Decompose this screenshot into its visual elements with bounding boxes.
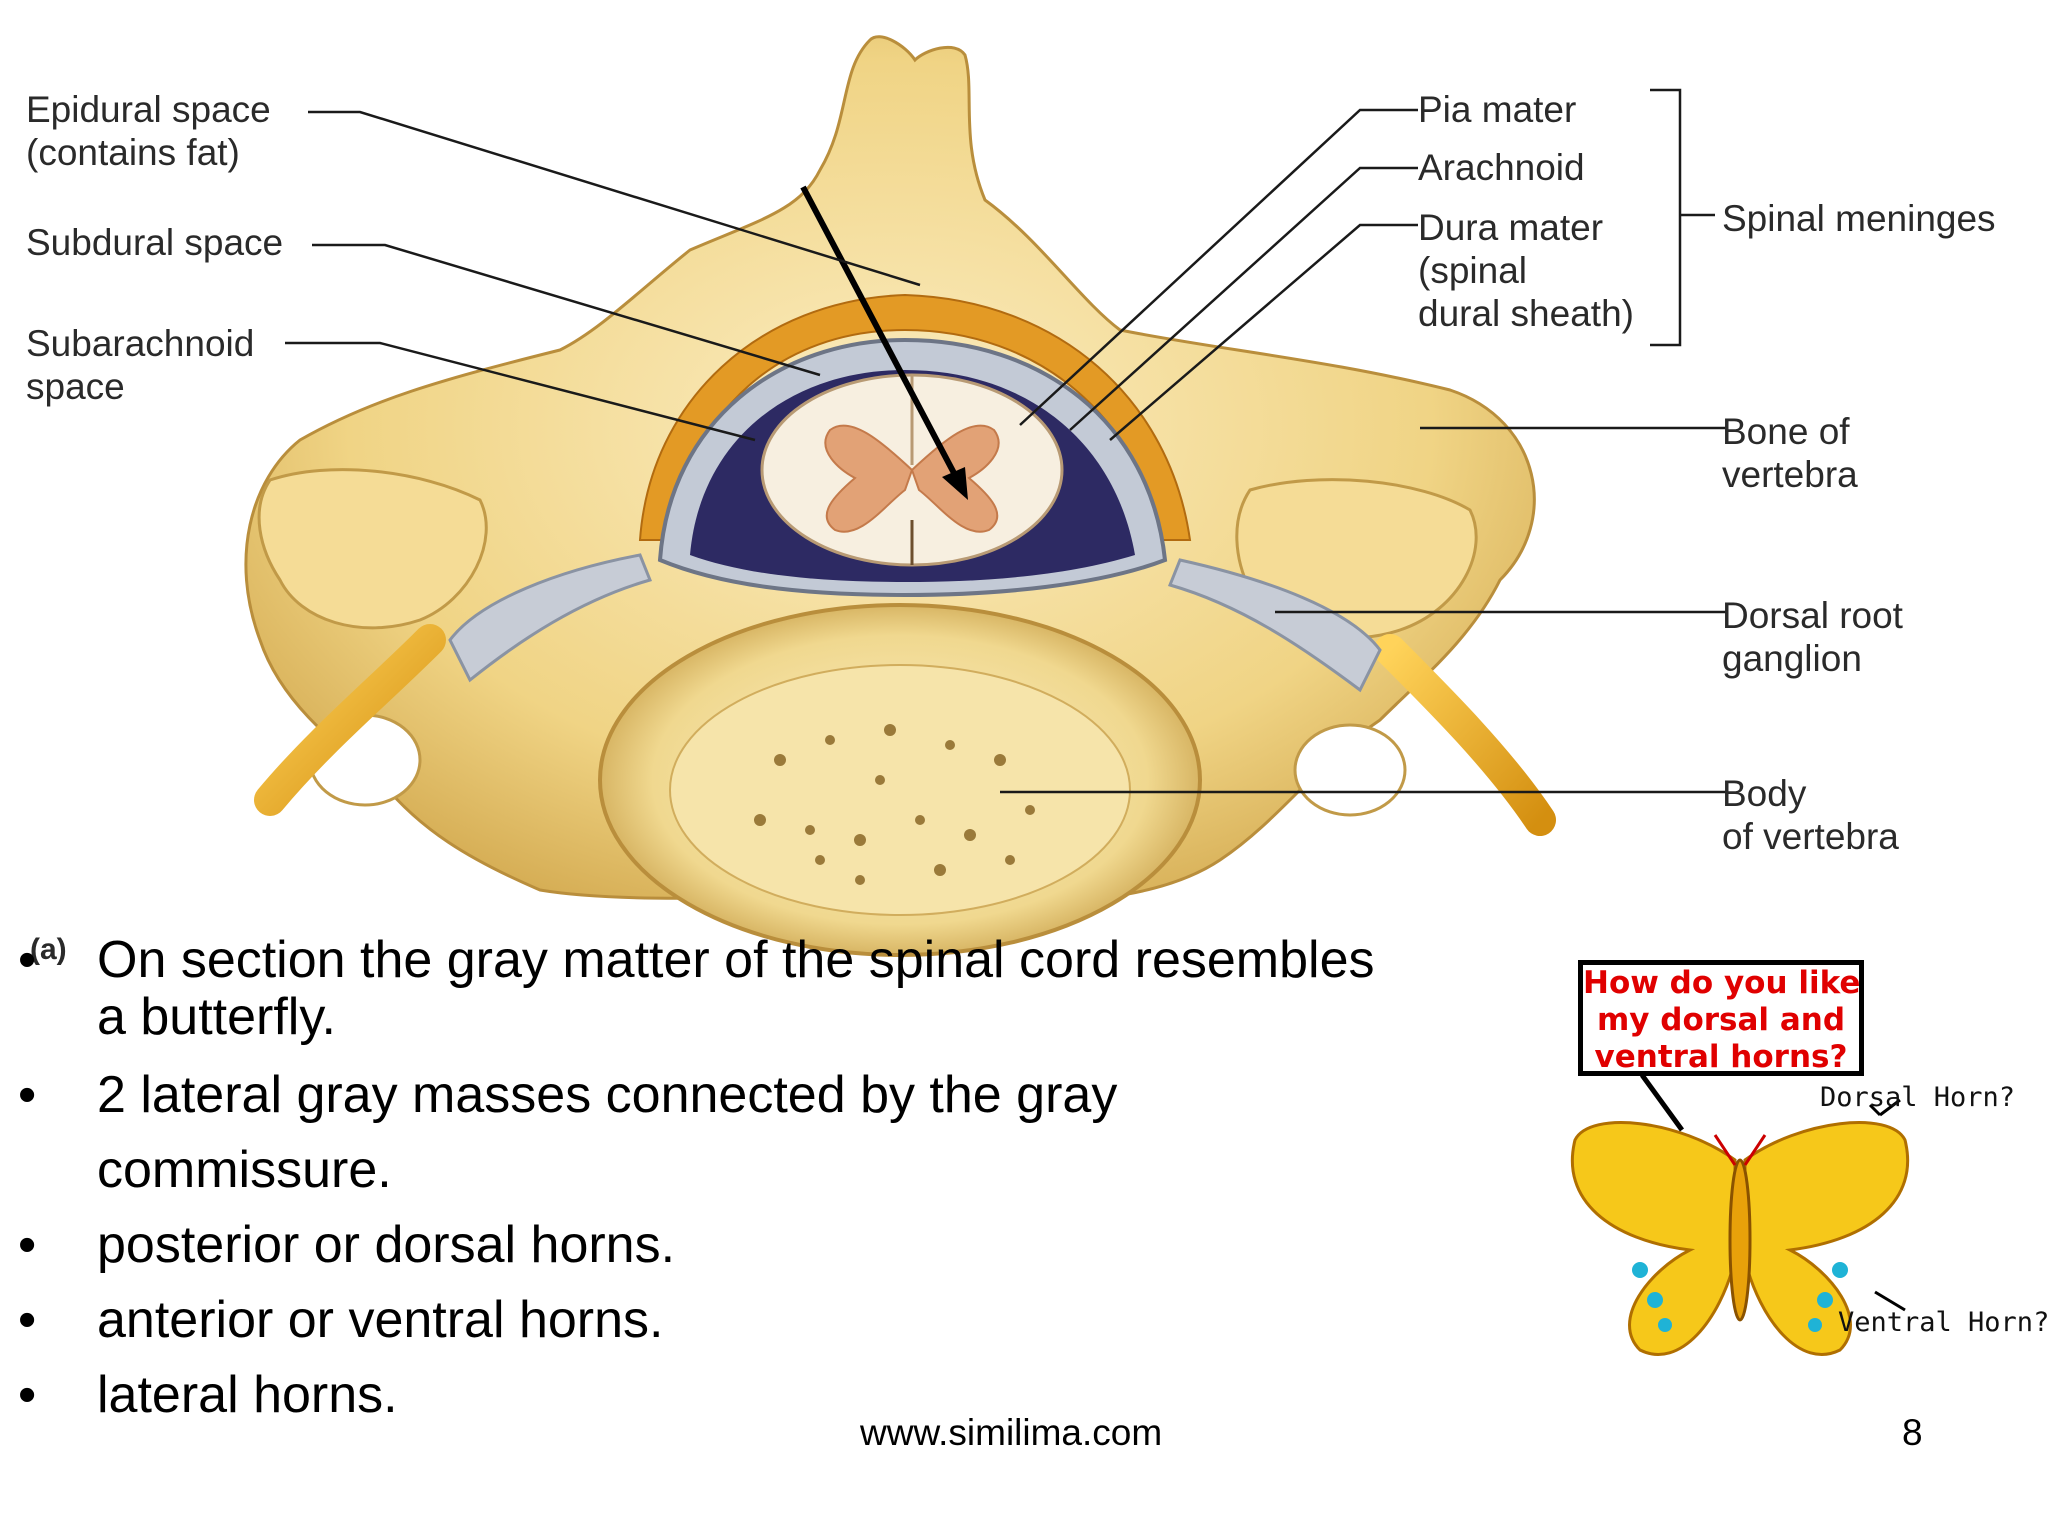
- label-dura-mater-3: dural sheath): [1418, 293, 1634, 334]
- bullet-text: posterior or dorsal horns.: [97, 1216, 676, 1274]
- label-spinal-meninges: Spinal meninges: [1722, 198, 1996, 239]
- ventral-horn-label: Ventral Horn?: [1838, 1307, 2048, 1338]
- bubble-line-2: my dorsal and: [1596, 1002, 1846, 1038]
- dorsal-horn-label: Dorsal Horn?: [1820, 1082, 2016, 1113]
- label-body-of-vertebra: of vertebra: [1722, 816, 1899, 857]
- bullet-text: commissure.: [97, 1141, 392, 1199]
- bubble-line-1: How do you like: [1583, 965, 1861, 1001]
- spinal-nerves: [254, 624, 1556, 836]
- bubble-line-3: ventral horns?: [1594, 1039, 1848, 1075]
- label-dura-mater-2: (spinal: [1418, 250, 1527, 291]
- spinal-cord: [760, 373, 1064, 567]
- label-subarachnoid-space: space: [26, 366, 125, 407]
- speech-bubble: How do you like my dorsal and ventral ho…: [1578, 960, 1864, 1076]
- pointer-arrow: [800, 185, 968, 500]
- bullet-text: 2 lateral gray masses connected by the g…: [97, 1066, 1118, 1124]
- label-bone-of-vertebra-2: vertebra: [1722, 454, 1858, 495]
- bullet-dot: •: [18, 1291, 37, 1349]
- bullet-dot: •: [18, 1066, 37, 1124]
- label-subdural-space: Subdural space: [26, 222, 284, 263]
- butterfly-illustration: [1570, 1073, 1910, 1356]
- footer-url: www.similima.com: [860, 1412, 1163, 1453]
- bullet-dot: •: [18, 1366, 37, 1424]
- label-epidural-space: Epidural space: [26, 89, 271, 130]
- bullet-text: On section the gray matter of the spinal…: [97, 931, 1375, 989]
- label-dorsal-root-ganglion: ganglion: [1722, 638, 1862, 679]
- bullet-text: a butterfly.: [97, 988, 336, 1046]
- panel-label: (a): [30, 933, 67, 966]
- bullet-text: lateral horns.: [97, 1366, 398, 1424]
- label-subarachnoid: Subarachnoid: [26, 323, 255, 364]
- bullet-dot: •: [18, 1216, 37, 1274]
- epidural-fat: [638, 293, 1192, 541]
- dorsal-root-ganglia: [448, 553, 1382, 693]
- bullet-dot: •: [18, 931, 37, 989]
- label-body: Body: [1722, 773, 1807, 814]
- page-number: 8: [1902, 1412, 1923, 1453]
- leader-lines: [285, 88, 1728, 794]
- label-dura-mater: Dura mater: [1418, 207, 1604, 248]
- label-arachnoid: Arachnoid: [1418, 147, 1585, 188]
- label-epidural-space-note: (contains fat): [26, 132, 240, 173]
- label-dorsal-root: Dorsal root: [1722, 595, 1903, 636]
- vertebral-body: [598, 603, 1202, 957]
- label-bone-of-vertebra: Bone of: [1722, 411, 1850, 452]
- bullet-text: anterior or ventral horns.: [97, 1291, 664, 1349]
- label-pia-mater: Pia mater: [1418, 89, 1577, 130]
